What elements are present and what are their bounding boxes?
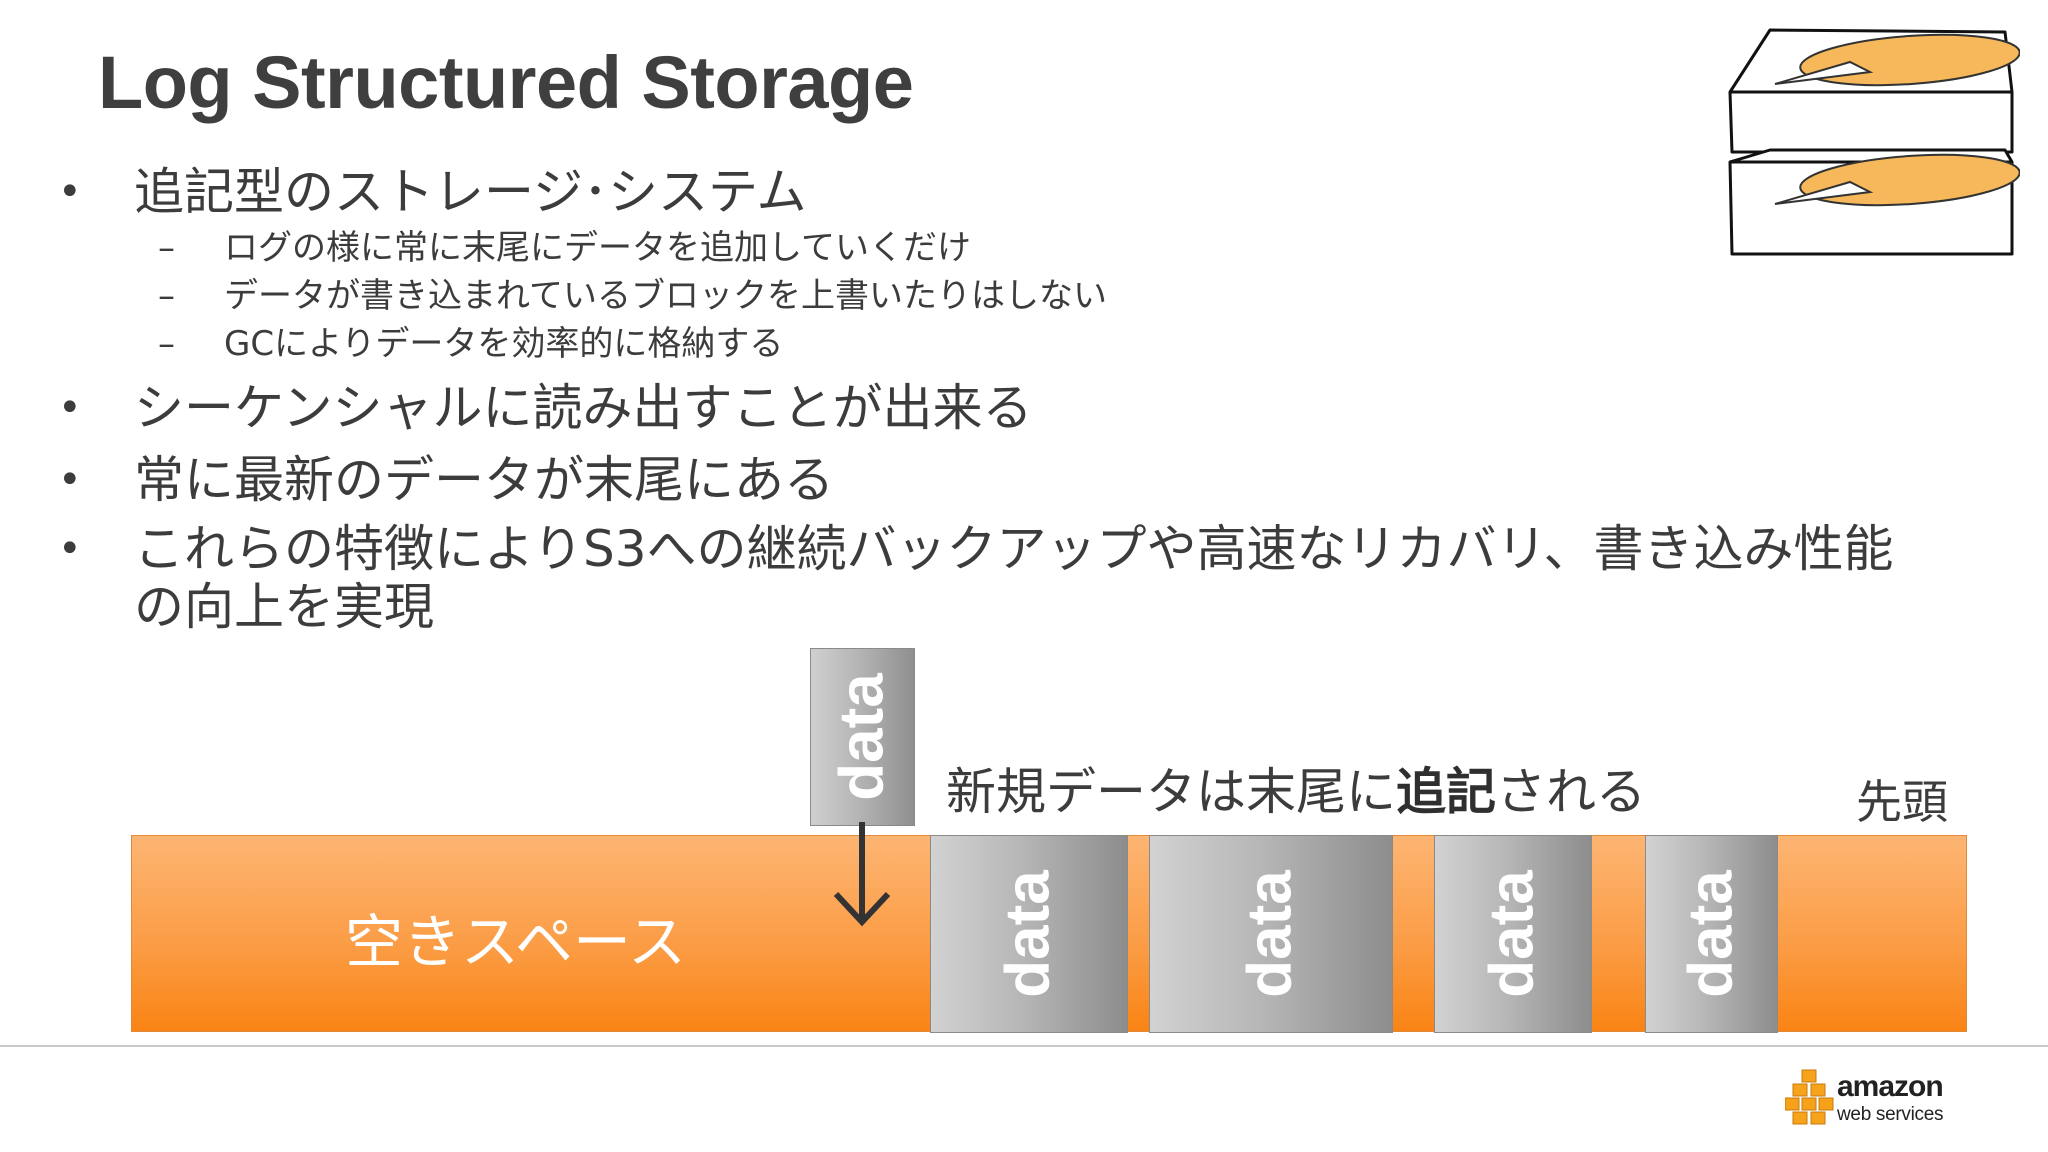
bullet-list: • 追記型のストレージ･システム – ログの様に常に末尾にデータを追加していくだ… [50,160,2000,636]
bullet-item: • これらの特徴によりS3への継続バックアップや高速なリカバリ、書き込み性能 の… [50,520,2000,636]
data-block-label: data [1477,870,1547,998]
sub-bullet-dash: – [158,324,175,364]
aws-logo: amazon web services [1785,1068,1985,1134]
bullet-text: 常に最新のデータが末尾にある [134,451,834,509]
bullet-item: • 追記型のストレージ･システム [50,160,2000,224]
data-block-label: data [1235,870,1305,998]
bullet-text-continued: の向上を実現 [134,578,434,636]
sub-bullet-dash: – [158,228,175,268]
aws-cubes-icon [1785,1069,1834,1125]
data-block: data [930,835,1128,1033]
bullet-dot: • [58,169,82,215]
arrow-down-icon [833,822,891,927]
bullet-dot: • [58,385,82,431]
footer-divider [0,1045,2048,1047]
data-block-label: data [993,870,1063,998]
data-block: data [1434,835,1592,1033]
disk-stack-icon [1728,28,2020,256]
sub-bullet-text: データが書き込まれているブロックを上書いたりはしない [224,276,1107,316]
bullet-dot: • [58,457,82,503]
append-caption: 新規データは末尾に追記される [946,763,1646,821]
sub-bullet-item: – データが書き込まれているブロックを上書いたりはしない [50,272,2000,320]
bullet-text: シーケンシャルに読み出すことが出来る [134,379,1033,437]
sub-bullet-item: – ログの様に常に末尾にデータを追加していくだけ [50,224,2000,272]
bullet-dot: • [58,526,82,572]
data-block-label: data [827,673,897,801]
bullet-text: これらの特徴によりS3への継続バックアップや高速なリカバリ、書き込み性能 [134,520,1894,578]
head-label: 先頭 [1856,775,1948,829]
logo-text-webservices: web services [1837,1104,1944,1125]
free-space-label: 空きスペース [345,908,687,976]
sub-bullet-text: ログの様に常に末尾にデータを追加していくだけ [224,228,971,268]
slide-title: Log Structured Storage [98,41,914,124]
sub-bullet-text: GCによりデータを効率的に格納する [224,324,784,364]
sub-bullet-item: – GCによりデータを効率的に格納する [50,320,2000,368]
data-block: data [1645,835,1778,1033]
incoming-data-block: data [810,648,915,826]
data-block-label: data [1676,870,1746,998]
sub-bullet-dash: – [158,276,175,316]
bullet-item: • 常に最新のデータが末尾にある [50,448,2000,512]
data-block: data [1149,835,1393,1033]
bullet-text: 追記型のストレージ･システム [134,163,807,221]
bullet-item: • シーケンシャルに読み出すことが出来る [50,376,2000,440]
logo-text-amazon: amazon [1837,1070,1944,1103]
